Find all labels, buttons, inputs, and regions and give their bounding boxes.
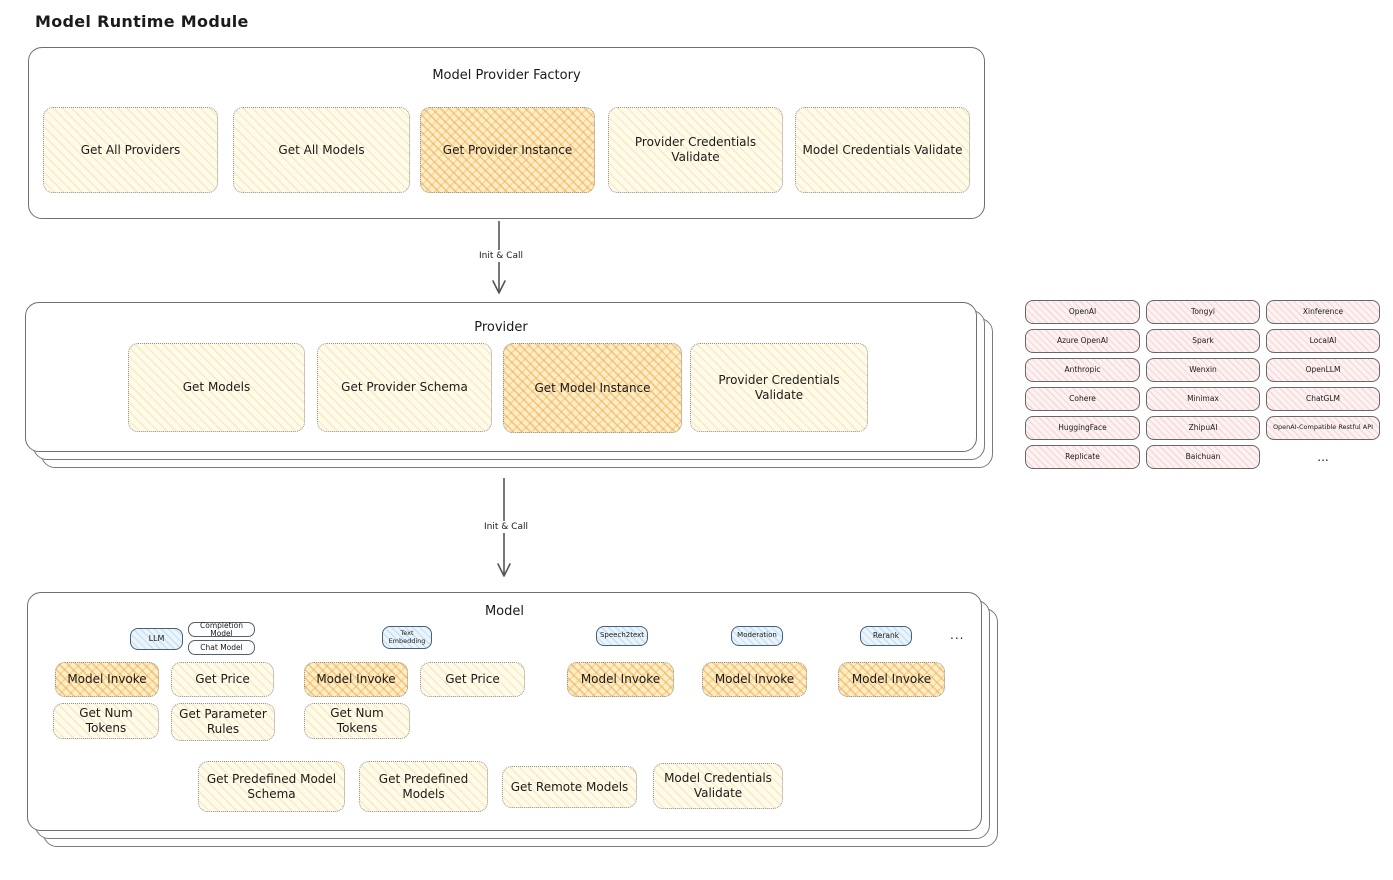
provider-pill-openllm: OpenLLM <box>1266 358 1380 382</box>
provider-list-more: ... <box>1317 450 1329 464</box>
get-predefined-model-schema: Get Predefined Model Schema <box>198 761 345 812</box>
provider-pill-localai: LocalAI <box>1266 329 1380 353</box>
text-embedding-get-num-tokens: Get Num Tokens <box>304 703 410 739</box>
arrow-label-init-call-1: Init & Call <box>463 250 539 262</box>
factory-get-provider-instance: Get Provider Instance <box>420 107 595 193</box>
model-type-speech2text-badge: Speech2text <box>596 626 648 646</box>
provider-list: OpenAI Tongyi Xinference Azure OpenAI Sp… <box>1025 300 1381 469</box>
moderation-model-invoke: Model Invoke <box>702 662 807 697</box>
llm-get-parameter-rules: Get Parameter Rules <box>171 703 275 741</box>
provider-pill-wenxin: Wenxin <box>1146 358 1260 382</box>
provider-get-models: Get Models <box>128 343 305 432</box>
factory-get-all-models: Get All Models <box>233 107 410 193</box>
model-type-chat-model-badge: Chat Model <box>188 640 255 655</box>
model-types-more: ... <box>950 628 965 642</box>
provider-pill-openai: OpenAI <box>1025 300 1140 324</box>
model-type-moderation-badge: Moderation <box>731 626 783 646</box>
model-type-text-embedding-badge: Text Embedding <box>382 626 432 649</box>
model-type-rerank-badge: Rerank <box>860 626 912 646</box>
speech2text-model-invoke: Model Invoke <box>567 662 674 697</box>
provider-pill-openai-compatible-restful-api: OpenAI-Compatible Restful API <box>1266 416 1380 440</box>
get-remote-models: Get Remote Models <box>502 766 637 808</box>
model-credentials-validate: Model Credentials Validate <box>653 763 783 809</box>
provider-pill-minimax: Minimax <box>1146 387 1260 411</box>
provider-pill-azure-openai: Azure OpenAI <box>1025 329 1140 353</box>
provider-get-provider-schema: Get Provider Schema <box>317 343 492 432</box>
provider-get-model-instance: Get Model Instance <box>503 343 682 433</box>
rerank-model-invoke: Model Invoke <box>838 662 945 697</box>
text-embedding-model-invoke: Model Invoke <box>304 662 408 697</box>
factory-provider-credentials-validate: Provider Credentials Validate <box>608 107 783 193</box>
provider-provider-credentials-validate: Provider Credentials Validate <box>690 343 868 432</box>
factory-get-all-providers: Get All Providers <box>43 107 218 193</box>
model-type-completion-model-badge: Completion Model <box>188 622 255 637</box>
llm-model-invoke: Model Invoke <box>55 662 159 697</box>
model-type-llm-badge: LLM <box>130 628 183 650</box>
model-title: Model <box>484 604 525 619</box>
provider-pill-tongyi: Tongyi <box>1146 300 1260 324</box>
provider-pill-anthropic: Anthropic <box>1025 358 1140 382</box>
provider-pill-xinference: Xinference <box>1266 300 1380 324</box>
factory-title: Model Provider Factory <box>432 68 581 83</box>
provider-pill-spark: Spark <box>1146 329 1260 353</box>
llm-get-price: Get Price <box>171 662 274 697</box>
get-predefined-models: Get Predefined Models <box>359 761 488 812</box>
llm-get-num-tokens: Get Num Tokens <box>53 703 159 739</box>
page-title: Model Runtime Module <box>35 12 249 31</box>
provider-pill-zhipuai: ZhipuAI <box>1146 416 1260 440</box>
provider-pill-baichuan: Baichuan <box>1146 445 1260 469</box>
provider-title: Provider <box>474 320 528 335</box>
provider-pill-cohere: Cohere <box>1025 387 1140 411</box>
provider-pill-replicate: Replicate <box>1025 445 1140 469</box>
provider-pill-chatglm: ChatGLM <box>1266 387 1380 411</box>
factory-model-credentials-validate: Model Credentials Validate <box>795 107 970 193</box>
provider-pill-huggingface: HuggingFace <box>1025 416 1140 440</box>
arrow-label-init-call-2: Init & Call <box>468 521 544 533</box>
text-embedding-get-price: Get Price <box>420 662 525 697</box>
